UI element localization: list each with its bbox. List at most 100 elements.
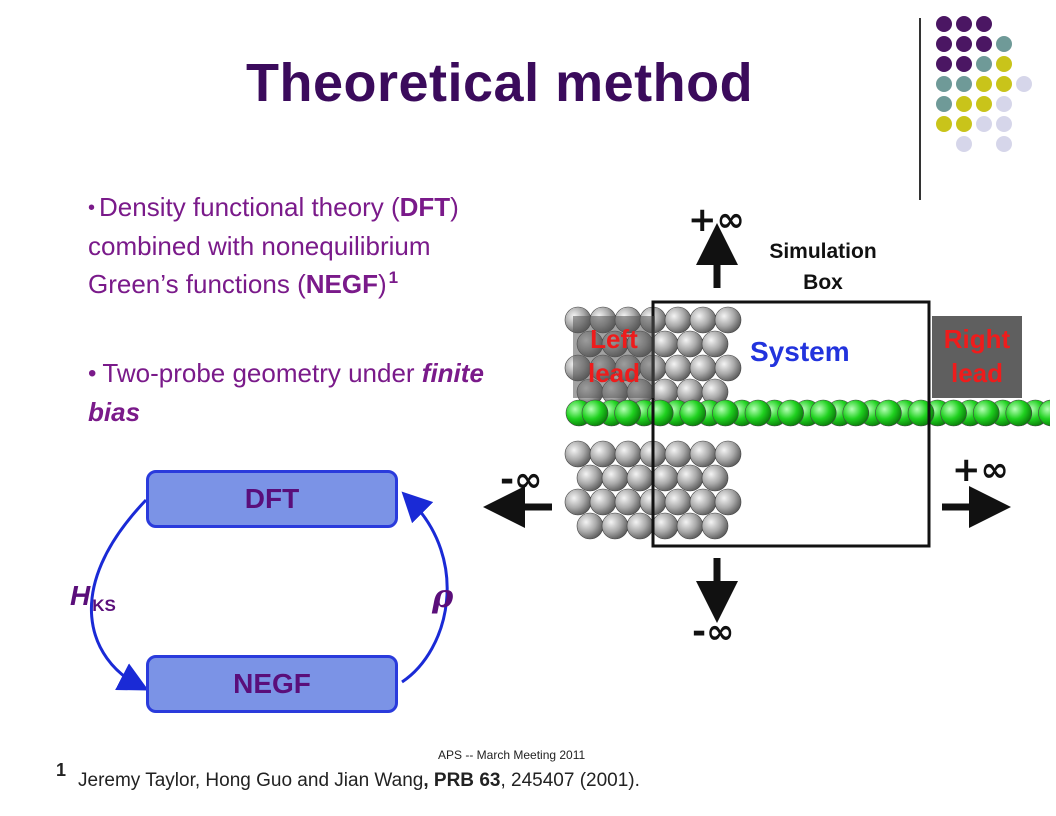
decorative-dot xyxy=(956,56,972,72)
atom xyxy=(651,512,679,540)
atom xyxy=(589,488,617,516)
rho-arrow xyxy=(401,491,449,684)
ref-authors: Jeremy Taylor, Hong Guo and Jian Wang xyxy=(78,770,424,791)
atom xyxy=(614,440,642,468)
atom xyxy=(676,464,704,492)
meeting-footer: APS -- March Meeting 2011 xyxy=(438,748,586,762)
minus-infinity-bottom: -∞ xyxy=(692,612,735,652)
atom xyxy=(646,399,674,427)
simulation-box xyxy=(651,300,931,548)
decorative-dot xyxy=(976,96,992,112)
right-lead-line1: Right xyxy=(943,324,1011,354)
atom xyxy=(614,399,641,427)
sim-label-line1: Simulation xyxy=(769,240,877,263)
ref-journal: , PRB xyxy=(423,770,480,791)
self-consistent-cycle-arrows xyxy=(90,491,449,691)
atom xyxy=(626,512,654,540)
system-label: System xyxy=(750,336,850,367)
decorative-dot xyxy=(936,96,952,112)
atom xyxy=(576,464,604,492)
atom xyxy=(714,354,742,382)
atom xyxy=(940,399,967,427)
bullet-text: ) xyxy=(377,269,387,299)
atom xyxy=(651,464,679,492)
decorative-dot xyxy=(936,36,952,52)
green-atom-chain xyxy=(565,399,1050,427)
decorative-dot xyxy=(936,116,952,132)
decorative-dot xyxy=(976,36,992,52)
atom xyxy=(701,330,729,358)
negf-term: NEGF xyxy=(305,269,378,299)
decorative-dot xyxy=(956,16,972,32)
decorative-dot xyxy=(996,76,1012,92)
atom xyxy=(875,399,902,427)
left-lead-line1: Left xyxy=(590,324,638,354)
hks-arrow xyxy=(90,498,149,691)
atom xyxy=(564,440,592,468)
decorative-dot xyxy=(956,76,972,92)
bullet-two-probe: •Two-probe geometry under finite bias xyxy=(88,358,484,427)
bullet-dft-negf: •Density functional theory (DFT) combine… xyxy=(88,192,459,299)
atom xyxy=(689,440,717,468)
atom xyxy=(689,354,717,382)
atom xyxy=(601,512,629,540)
decorative-divider xyxy=(919,18,921,200)
atom xyxy=(664,306,692,334)
slide-title: Theoretical method xyxy=(246,53,754,113)
atom xyxy=(614,488,642,516)
decorative-dot xyxy=(996,36,1012,52)
sim-label-line2: Box xyxy=(803,271,843,294)
plus-infinity-top: +∞ xyxy=(688,200,745,240)
atom xyxy=(676,512,704,540)
negf-box: NEGF xyxy=(146,655,398,713)
atom xyxy=(701,512,729,540)
atom xyxy=(679,399,707,427)
decorative-dot xyxy=(936,16,952,32)
decorative-dot-grid xyxy=(936,16,1032,152)
decorative-dot xyxy=(936,56,952,72)
atom xyxy=(664,488,692,516)
atom xyxy=(626,464,654,492)
dft-box: DFT xyxy=(146,470,398,528)
reference-number: 1 xyxy=(56,760,67,780)
atom xyxy=(689,306,717,334)
two-probe-geometry-figure xyxy=(483,223,1050,623)
hks-subscript: KS xyxy=(92,596,116,615)
atom xyxy=(581,399,609,427)
decorative-dot xyxy=(976,56,992,72)
ref-pages-year: , 245407 (2001). xyxy=(500,770,640,791)
rho-label: ρ xyxy=(432,577,454,615)
lower-electrode-atoms xyxy=(564,440,742,540)
finite-bias-term: finite bias xyxy=(88,358,484,427)
decorative-dot xyxy=(956,96,972,112)
decorative-dot xyxy=(956,136,972,152)
atom xyxy=(689,488,717,516)
decorative-dot xyxy=(936,76,952,92)
atom xyxy=(564,488,592,516)
atom xyxy=(714,306,742,334)
atom xyxy=(744,399,772,427)
hks-symbol: H xyxy=(70,580,91,611)
minus-infinity-left: -∞ xyxy=(500,460,543,500)
decorative-dot xyxy=(956,36,972,52)
atom xyxy=(842,399,870,427)
decorative-dot xyxy=(976,116,992,132)
atom xyxy=(972,399,1000,427)
atom xyxy=(777,399,804,427)
atom xyxy=(701,464,729,492)
ref-volume: 63 xyxy=(479,770,501,791)
decorative-dot xyxy=(976,76,992,92)
decorative-dot xyxy=(1016,76,1032,92)
right-lead-label: Right lead xyxy=(932,322,1022,390)
decorative-dot xyxy=(996,96,1012,112)
right-lead-line2: lead xyxy=(950,358,1004,388)
decorative-dot xyxy=(996,56,1012,72)
atom xyxy=(714,440,742,468)
atom xyxy=(664,354,692,382)
atom xyxy=(809,399,837,427)
bullet-text: Density functional theory ( xyxy=(99,192,400,222)
dft-term: DFT xyxy=(399,192,451,222)
